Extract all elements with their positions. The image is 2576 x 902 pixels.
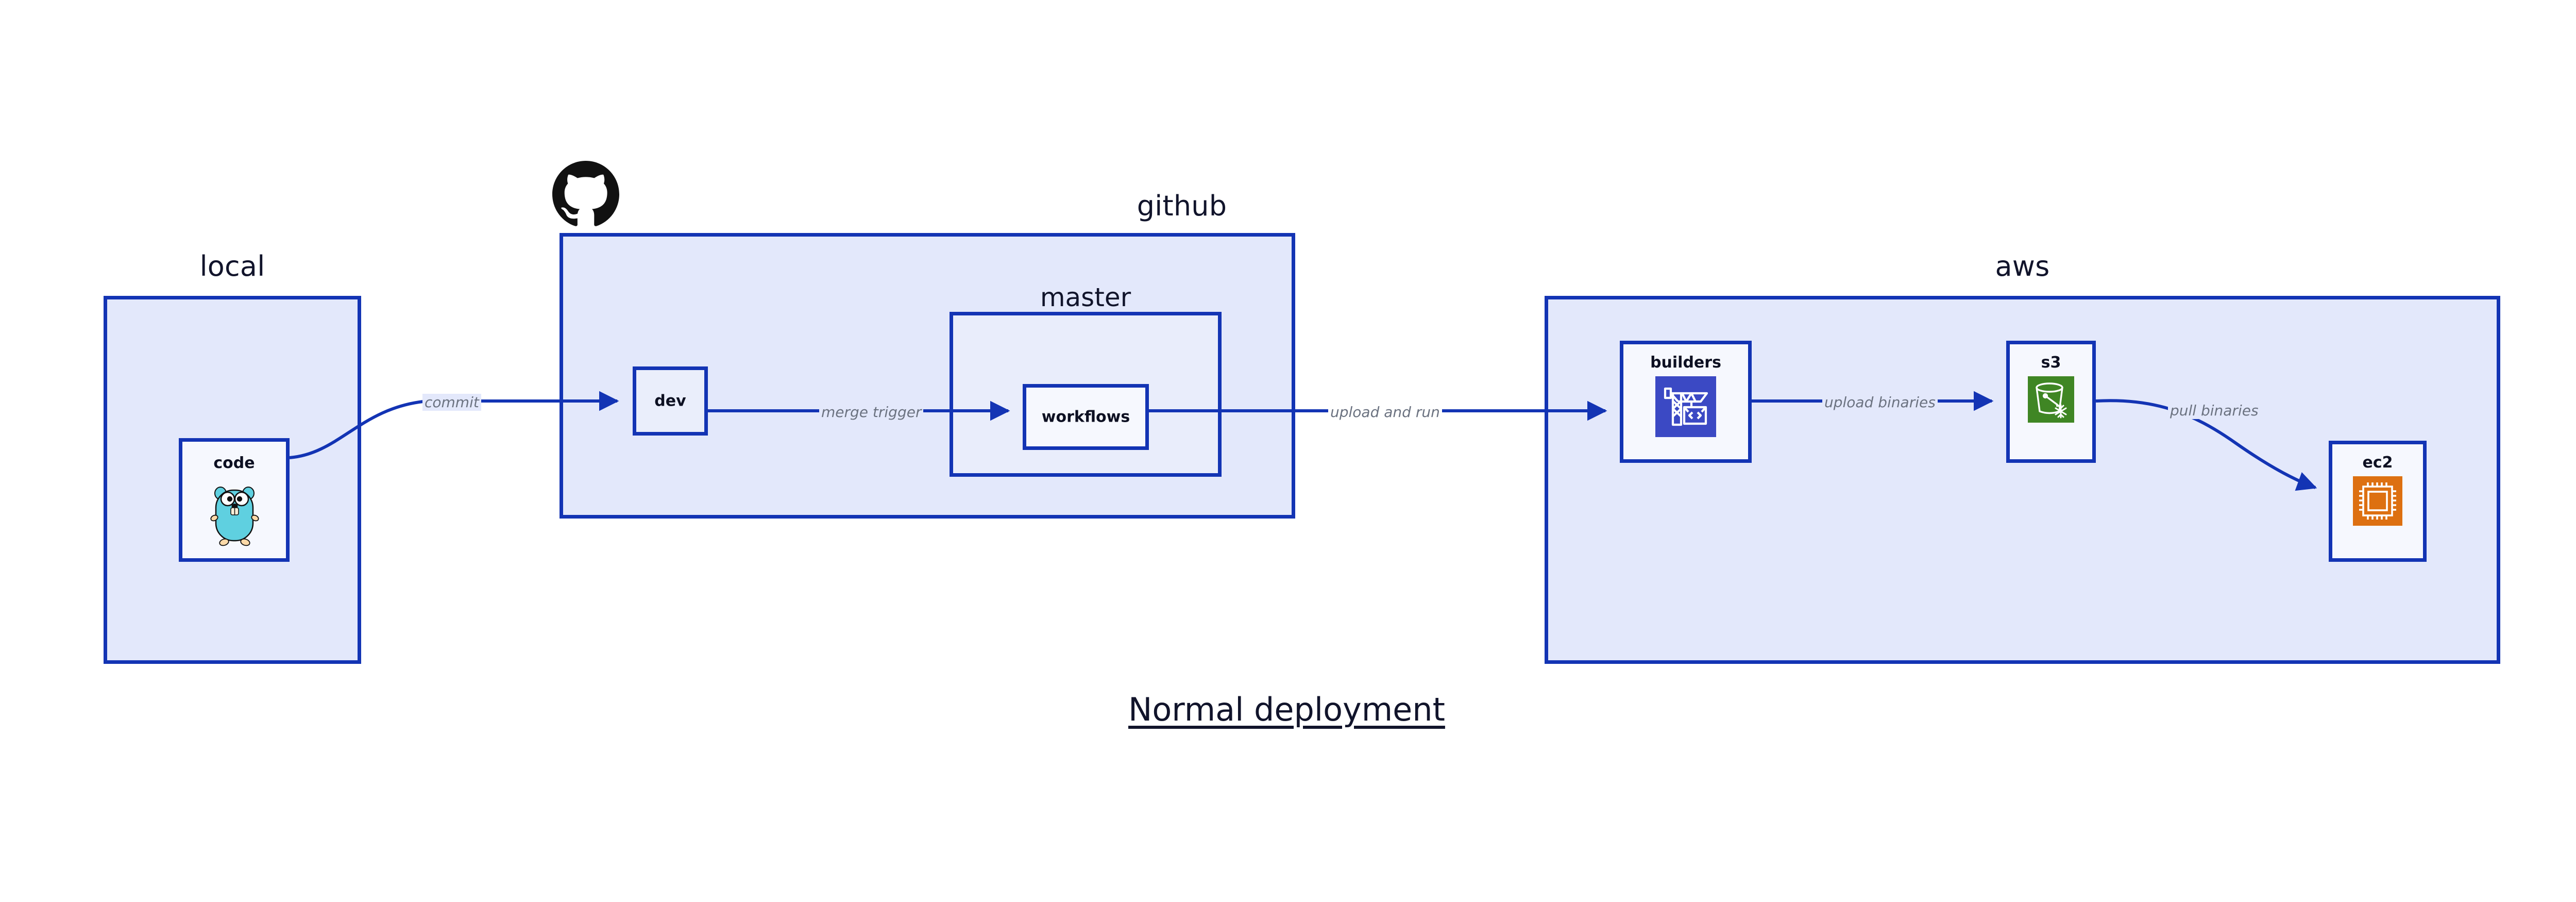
group-title-github: github <box>1137 190 1227 222</box>
group-title-local: local <box>199 250 265 282</box>
node-workflows[interactable]: workflows <box>1023 384 1149 450</box>
edge-label-pull-binaries: pull binaries <box>2168 402 2261 419</box>
subgroup-title-master: master <box>1040 282 1131 312</box>
aws-builders-crane-icon <box>1655 376 1716 437</box>
node-s3[interactable]: s3 <box>2006 341 2096 463</box>
node-label-builders: builders <box>1650 354 1721 372</box>
node-label-dev: dev <box>654 392 686 410</box>
edge-label-upload-and-run: upload and run <box>1328 404 1442 421</box>
node-label-s3: s3 <box>2041 354 2061 372</box>
edge-label-commit: commit <box>422 394 481 411</box>
node-code[interactable]: code <box>179 438 290 562</box>
diagram-caption: Normal deployment <box>1128 691 1445 728</box>
github-octocat-logo <box>552 161 619 228</box>
node-builders[interactable]: builders <box>1620 341 1752 463</box>
node-label-workflows: workflows <box>1041 408 1130 426</box>
node-label-code: code <box>213 454 255 472</box>
aws-s3-bucket-icon <box>2028 376 2074 423</box>
edge-label-merge-trigger: merge trigger <box>819 404 924 421</box>
go-gopher-icon <box>208 482 261 549</box>
edge-label-upload-binaries: upload binaries <box>1822 394 1938 411</box>
group-title-aws: aws <box>1995 250 2050 282</box>
node-label-ec2: ec2 <box>2362 454 2393 472</box>
node-dev[interactable]: dev <box>633 366 708 436</box>
node-ec2[interactable]: ec2 <box>2329 441 2427 562</box>
aws-ec2-chip-icon <box>2353 476 2402 526</box>
